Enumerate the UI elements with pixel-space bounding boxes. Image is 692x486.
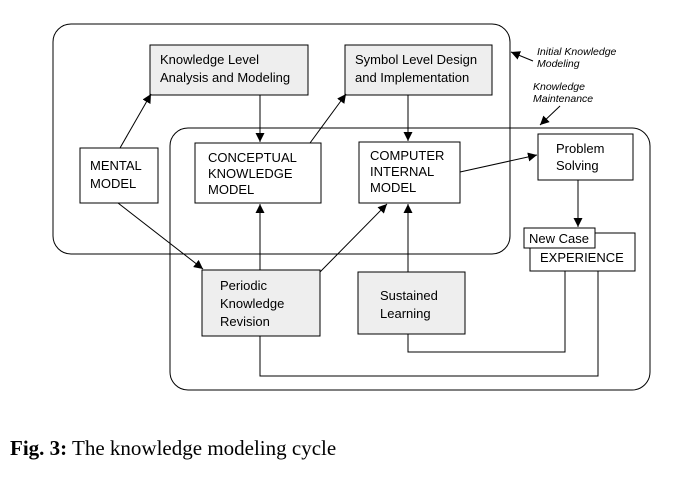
arrow-mental-to-klam <box>119 93 152 149</box>
new-case-node: New Case <box>523 227 596 249</box>
figure-caption-text: The knowledge modeling cycle <box>67 436 337 460</box>
arrow-mental-to-revision <box>117 202 204 270</box>
initial-modeling-label: Initial Knowledge Modeling <box>537 46 619 70</box>
svg-text:New Case: New Case <box>529 231 589 246</box>
knowledge-modeling-cycle-diagram: Initial Knowledge Modeling Knowledge Mai… <box>52 23 651 391</box>
feedback-experience-to-learning <box>407 271 566 353</box>
maintenance-label: Knowledge Maintenance <box>533 81 593 105</box>
initial-modeling-region <box>52 23 511 255</box>
maintenance-label-pointer <box>539 105 561 126</box>
figure-caption: Fig. 3: The knowledge modeling cycle <box>10 436 336 461</box>
arrow-cim-to-problem-solving <box>459 152 538 173</box>
arrow-ckm-to-sldi <box>309 93 347 144</box>
svg-text:EXPERIENCE: EXPERIENCE <box>540 250 624 265</box>
initial-modeling-label-pointer <box>510 51 534 62</box>
figure-caption-label: Fig. 3: <box>10 436 68 460</box>
arrow-revision-to-cim <box>319 203 388 273</box>
feedback-experience-to-revision <box>259 271 599 377</box>
maintenance-region <box>169 127 651 391</box>
